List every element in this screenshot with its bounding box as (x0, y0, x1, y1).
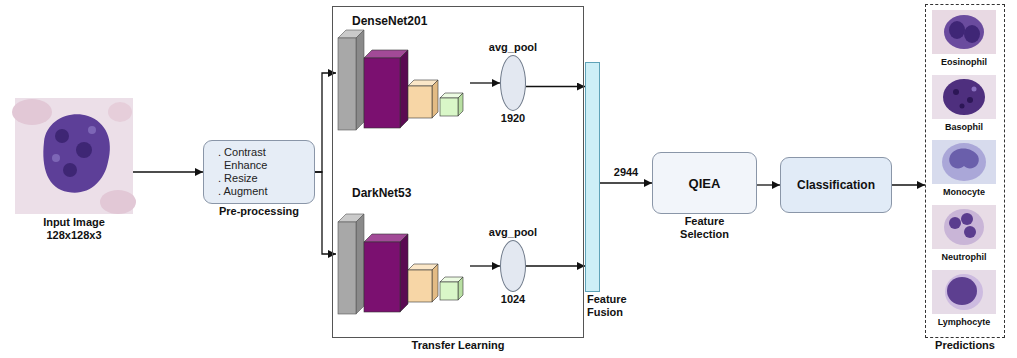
prediction-cell: Basophil (932, 75, 996, 133)
granule (960, 104, 965, 109)
node-label: Input Image 128x128x3 (29, 216, 119, 242)
input-cell-image (12, 98, 136, 214)
node-text: Basophil (943, 122, 985, 133)
node-text: Neutrophil (940, 252, 989, 263)
label-holder: avg_pool (489, 41, 537, 54)
transfer-learning-group: Transfer LearningDenseNet201avg_pool1920… (332, 6, 584, 338)
node-text: QIEA (689, 176, 721, 191)
node-label: 1024 (501, 293, 525, 306)
image-ground (932, 140, 996, 184)
node-text: DenseNet201 (352, 14, 470, 28)
eosinophil-image (932, 10, 996, 54)
granule (953, 89, 959, 95)
label-holder: Predictions (935, 339, 995, 352)
label-holder: Feature Fusion (587, 293, 633, 319)
node-label: Feature Selection (665, 215, 745, 241)
nucleus-lobe (964, 25, 980, 43)
cell-body (945, 274, 983, 310)
node-text: . Contrast Enhance (218, 146, 304, 172)
connector-arrow (526, 86, 585, 87)
nucleus-lobe (949, 21, 965, 39)
densenet-layers (338, 30, 463, 130)
image-ground (932, 270, 996, 314)
nucleus (947, 277, 977, 305)
nucleus (949, 149, 979, 169)
granule (52, 154, 60, 162)
nucleus-lobe (964, 226, 976, 238)
darknet-layers (338, 214, 463, 314)
image-ground (932, 10, 996, 54)
granule (76, 142, 92, 158)
connector-arrow (470, 265, 500, 266)
image-ground (932, 75, 996, 119)
basophil-image (932, 75, 996, 119)
image-ground (932, 205, 996, 249)
classifier-box: Classification (780, 157, 892, 213)
label-holder: Input Image 128x128x3 (29, 216, 119, 242)
preprocessing-box: . Contrast Enhance. Resize. AugmentPre-p… (203, 140, 315, 204)
connector-arrow (757, 184, 780, 185)
label-holder: 1920 (501, 112, 525, 125)
connector-arrow (133, 171, 203, 172)
connector-group (133, 73, 925, 266)
node-text: Classification (797, 178, 875, 192)
node-label: Predictions (935, 339, 995, 352)
prediction-cell: Monocyte (932, 140, 996, 198)
granule (55, 129, 69, 143)
granule (967, 97, 973, 103)
network-block: DarkNet53 (336, 186, 470, 322)
granule (88, 126, 96, 134)
node-label: avg_pool (489, 226, 537, 239)
label-holder: Transfer Learning (412, 339, 505, 352)
cell-body (43, 114, 110, 192)
cell-body (944, 15, 984, 49)
prediction-cell: Eosinophil (932, 10, 996, 68)
node-text: Monocyte (941, 187, 987, 198)
red-cell (100, 190, 136, 214)
edge-label: 2944 (612, 166, 640, 179)
red-cell (12, 99, 52, 125)
connector-arrow (892, 184, 925, 185)
cell-body (943, 79, 985, 115)
cell-body (942, 143, 986, 181)
lymphocyte-image (932, 270, 996, 314)
label-holder: Pre-processing (219, 205, 299, 218)
label-holder: Feature Selection (665, 215, 745, 241)
cell-body (944, 209, 984, 245)
node-text: DarkNet53 (352, 186, 470, 200)
node-text: . Augment (218, 185, 268, 198)
label-holder: avg_pool (489, 226, 537, 239)
connector-arrow (470, 82, 500, 83)
node-label: Pre-processing (219, 205, 299, 218)
prediction-cell: Neutrophil (932, 205, 996, 263)
pooling-layer: avg_pool1920 (500, 55, 526, 111)
nucleus-lobe (961, 213, 973, 225)
node-label: Transfer Learning (412, 339, 505, 352)
node-label: avg_pool (489, 41, 537, 54)
red-cell (108, 102, 132, 122)
selection-box: QIEAFeature Selection (652, 152, 757, 214)
monocyte-image (932, 140, 996, 184)
network-block: DenseNet201 (336, 14, 470, 132)
nucleus-lobe (949, 217, 961, 229)
node-label: 1920 (501, 112, 525, 125)
fusion-bar: Feature Fusion (585, 62, 600, 292)
neutrophil-image (932, 205, 996, 249)
label-holder: 1024 (501, 293, 525, 306)
node-text: Eosinophil (939, 57, 989, 68)
connector-arrow (526, 265, 585, 266)
connector-arrow (600, 182, 652, 183)
prediction-cell: Lymphocyte (932, 270, 996, 328)
granule (972, 87, 977, 92)
node-text: Lymphocyte (936, 317, 993, 328)
pooling-layer: avg_pool1024 (500, 240, 526, 292)
granule (63, 163, 77, 177)
node-text: . Resize (218, 172, 258, 185)
predictions-group: PredictionsEosinophilBasophilMonocyteNeu… (925, 4, 1005, 338)
input-image: Input Image 128x128x3 (15, 98, 133, 214)
node-label: Feature Fusion (587, 293, 633, 319)
